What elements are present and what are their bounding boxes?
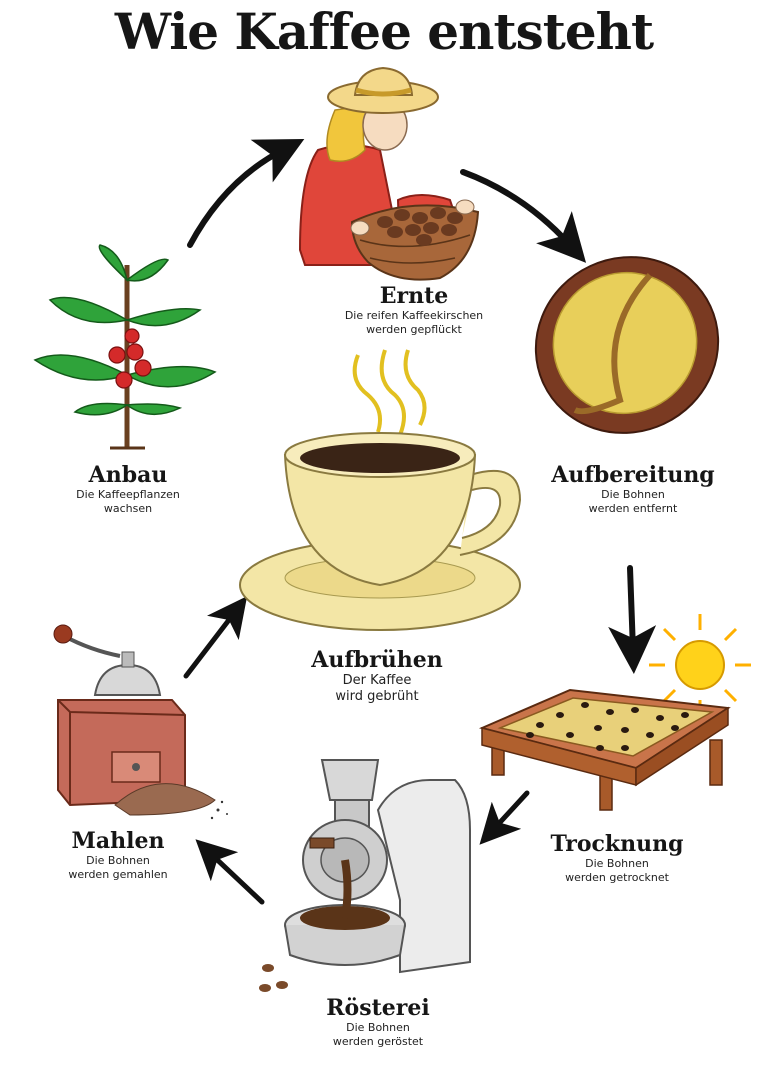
step-name: Anbau (76, 462, 180, 488)
arrow-icon (463, 172, 570, 245)
coffee-plant-icon (35, 245, 215, 448)
step-desc-line1: Die Kaffeepflanzen (76, 488, 180, 502)
roaster-machine-icon (259, 760, 470, 992)
arrow-icon (630, 568, 633, 650)
coffee-cup-icon (240, 350, 520, 630)
step-name: Mahlen (68, 828, 167, 854)
step-trocknung: Trocknung Die Bohnen werden getrocknet (550, 831, 683, 885)
step-desc-line2: werden getrocknet (550, 871, 683, 885)
step-desc-line1: Die Bohnen (550, 857, 683, 871)
drying-tray-sun-icon (482, 614, 751, 810)
arrow-icon (190, 150, 283, 245)
step-desc-line1: Der Kaffee (311, 673, 442, 689)
farmer-harvest-icon (300, 68, 478, 280)
step-ernte: Ernte Die reifen Kaffeekirschen werden g… (345, 283, 483, 337)
step-name: Rösterei (326, 995, 429, 1021)
step-roesterei: Rösterei Die Bohnen werden geröstet (326, 995, 429, 1049)
arrow-icon (186, 612, 235, 676)
step-name: Trocknung (550, 831, 683, 857)
coffee-bean-icon (507, 227, 747, 462)
step-desc-line2: werden gemahlen (68, 868, 167, 882)
step-name: Ernte (345, 283, 483, 309)
step-aufbruehen: Aufbrühen Der Kaffee wird gebrüht (311, 647, 442, 705)
step-desc-line2: werden entfernt (551, 502, 714, 516)
step-desc-line1: Die Bohnen (68, 854, 167, 868)
step-desc-line2: werden gepflückt (345, 323, 483, 337)
arrow-icon (210, 853, 262, 902)
step-name: Aufbrühen (311, 647, 442, 673)
step-desc-line1: Die reifen Kaffeekirschen (345, 309, 483, 323)
step-aufbereitung: Aufbereitung Die Bohnen werden entfernt (551, 462, 714, 516)
step-mahlen: Mahlen Die Bohnen werden gemahlen (68, 828, 167, 882)
step-desc-line2: wachsen (76, 502, 180, 516)
step-name: Aufbereitung (551, 462, 714, 488)
step-desc-line2: wird gebrüht (311, 689, 442, 705)
arrow-icon (493, 793, 527, 830)
step-anbau: Anbau Die Kaffeepflanzen wachsen (76, 462, 180, 516)
step-desc-line1: Die Bohnen (326, 1021, 429, 1035)
step-desc-line1: Die Bohnen (551, 488, 714, 502)
step-desc-line2: werden geröstet (326, 1035, 429, 1049)
